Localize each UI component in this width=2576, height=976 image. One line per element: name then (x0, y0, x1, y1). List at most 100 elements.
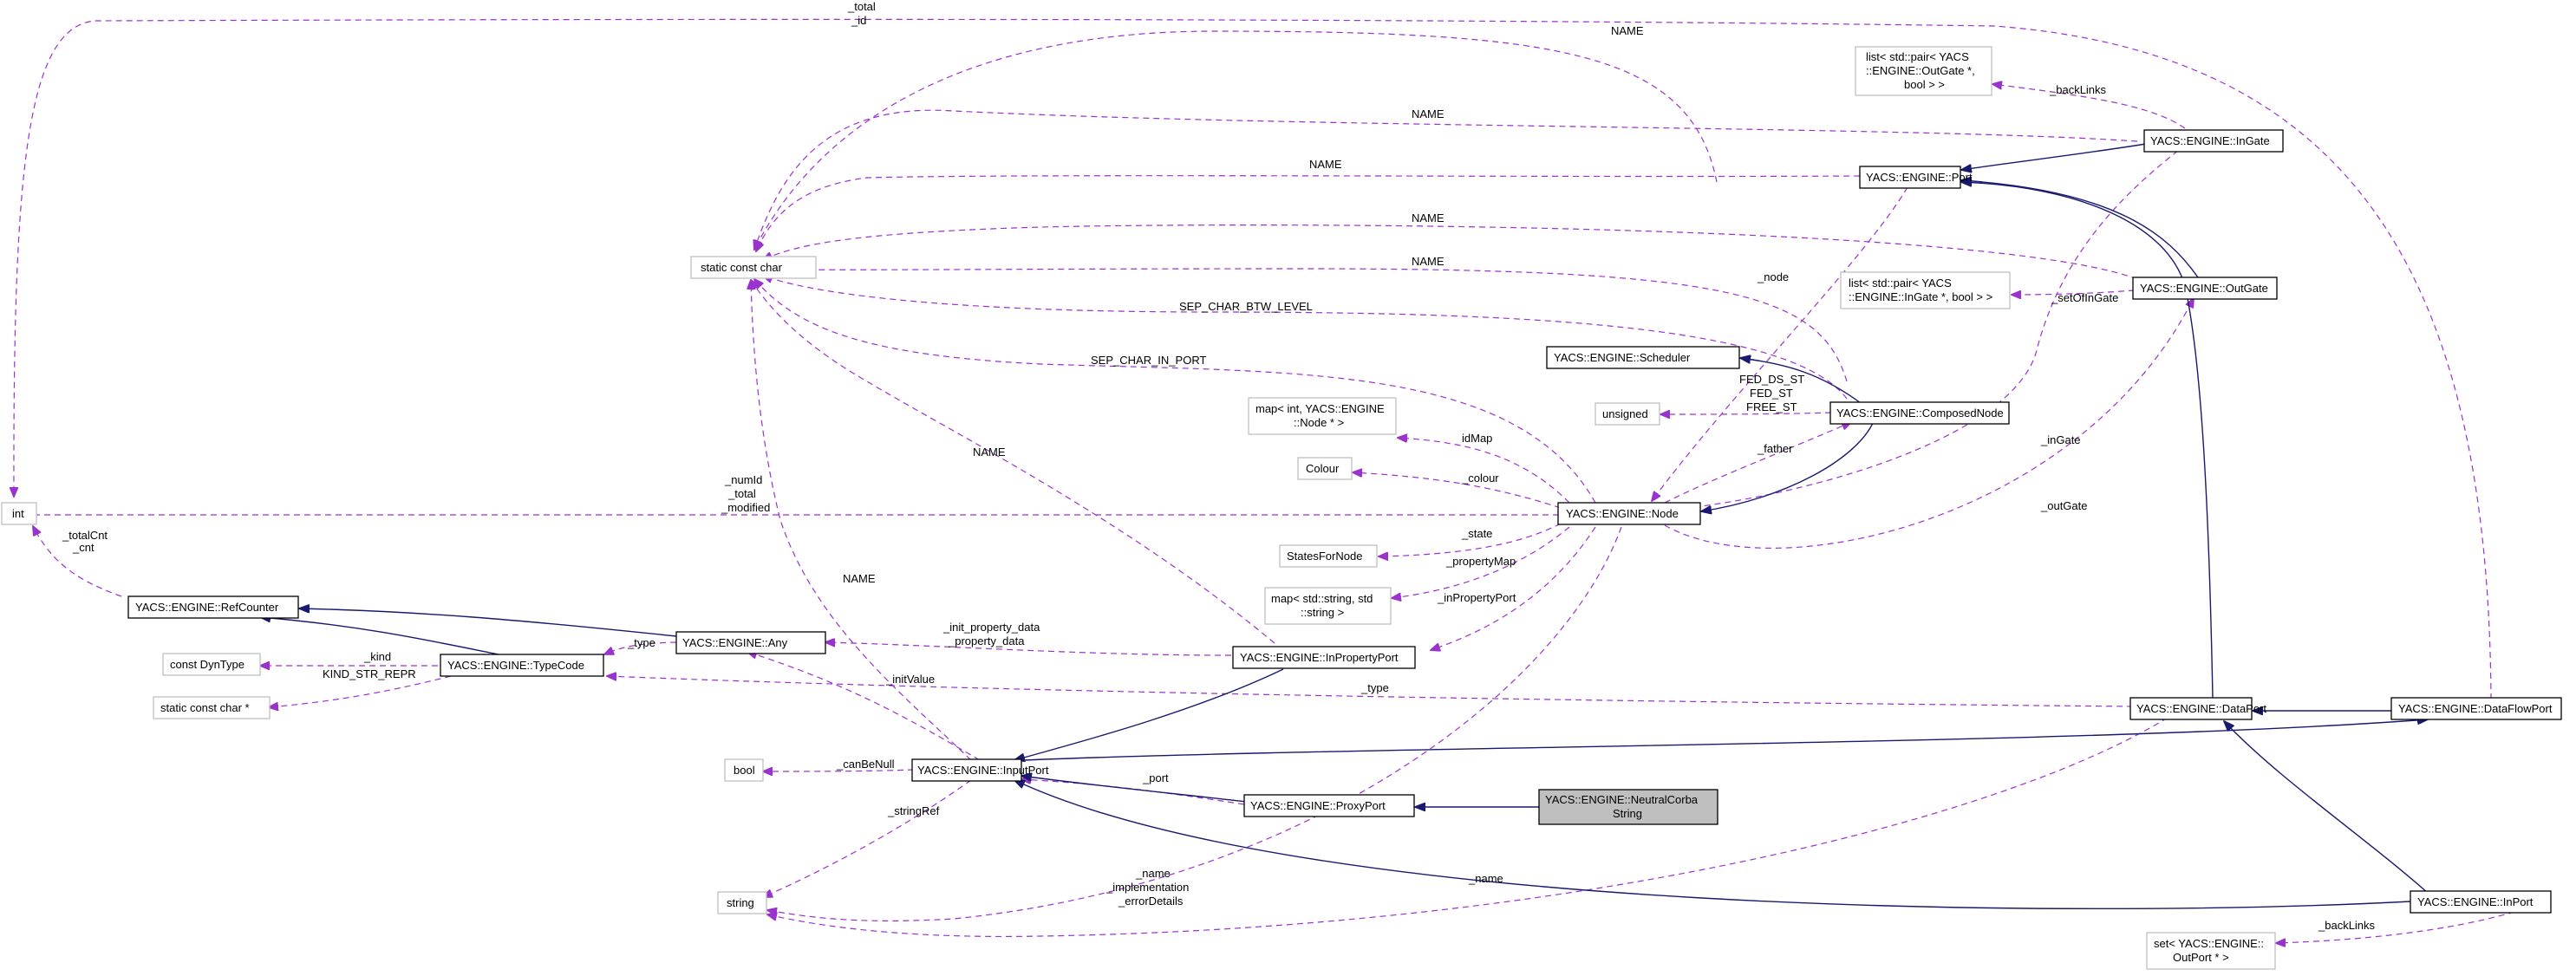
node-ingate[interactable]: YACS::ENGINE::InGate (2143, 129, 2284, 153)
edge-inprop-input (1014, 668, 1284, 760)
edge-node-idmap (1398, 438, 1570, 504)
label-name-port: NAME (1309, 158, 1342, 171)
node-static-const-char-ptr[interactable]: static const char * (153, 696, 271, 719)
node-scheduler[interactable]: YACS::ENGINE::Scheduler (1546, 346, 1740, 369)
node-port[interactable]: YACS::ENGINE::Port (1859, 166, 1973, 189)
node-proxyport[interactable]: YACS::ENGINE::ProxyPort (1243, 794, 1415, 817)
edge-dataport-typecode (607, 676, 2134, 707)
edge-top-name (754, 30, 1718, 250)
node-const-dyntype[interactable]: const DynType (162, 653, 261, 676)
node-dataport[interactable]: YACS::ENGINE::DataPort (2129, 697, 2266, 720)
edge-input-string (763, 779, 972, 897)
edge-dataflowport-int (14, 18, 2492, 700)
label-total: _total (727, 487, 756, 500)
label-initvalue: _initValue (885, 673, 935, 686)
node-list-ingate[interactable]: list< std::pair< YACS ::ENGINE::InGate *… (1840, 271, 2011, 309)
node-map-string[interactable]: map< std::string, std ::string > (1264, 587, 1392, 625)
node-string[interactable]: string (717, 891, 767, 914)
edge-composed-scheduler (1740, 358, 1865, 407)
label-node: _node (1757, 270, 1789, 283)
edge-port-name (756, 175, 1861, 251)
label-setofingate: _setOfInGate (2051, 291, 2118, 304)
svg-text:YACS::ENGINE::NeutralCorba: YACS::ENGINE::NeutralCorba (1545, 793, 1699, 806)
node-unsigned[interactable]: unsigned (1595, 402, 1660, 426)
node-statesfornode[interactable]: StatesForNode (1279, 544, 1378, 568)
node-int[interactable]: int (1, 502, 37, 525)
svg-text:YACS::ENGINE::InGate: YACS::ENGINE::InGate (2150, 134, 2270, 147)
node-neutralcorbastring[interactable]: YACS::ENGINE::NeutralCorba String (1538, 789, 1718, 825)
edge-input-dataflow (1022, 719, 2428, 761)
svg-text:StatesForNode: StatesForNode (1287, 550, 1362, 563)
label-fed-st: FED_ST (1750, 387, 1793, 400)
svg-text:int: int (12, 507, 24, 520)
node-typecode[interactable]: YACS::ENGINE::TypeCode (440, 654, 604, 677)
label-ingate: _inGate (2040, 433, 2081, 446)
label-cnt: _cnt (72, 541, 95, 554)
label-implementation: _implementation (1105, 881, 1189, 894)
edge-inport-backlinks (2276, 911, 2515, 943)
label-port: _port (1142, 771, 1169, 784)
node-node[interactable]: YACS::ENGINE::Node (1557, 502, 1701, 525)
edge-node-inpropertyport (1431, 526, 1596, 650)
label-name-inport: _name (1468, 872, 1503, 885)
node-set-outport[interactable]: set< YACS::ENGINE:: OutPort * > (2146, 932, 2276, 970)
edge-proxy-input (1021, 776, 1248, 803)
label-sep-in-port: SEP_CHAR_IN_PORT (1091, 354, 1206, 367)
node-bool[interactable]: bool (724, 758, 764, 782)
edge-labels: _total _id NAME _backLinks NAME NAME NAM… (62, 0, 2376, 932)
svg-text:YACS::ENGINE::ComposedNode: YACS::ENGINE::ComposedNode (1836, 407, 2004, 420)
label-canbenull: _canBeNull (836, 758, 895, 771)
label-outgate: _outGate (2040, 499, 2088, 512)
node-composednode[interactable]: YACS::ENGINE::ComposedNode (1829, 401, 2010, 425)
label-type-any: _type (627, 636, 655, 649)
svg-text:YACS::ENGINE::DataFlowPort: YACS::ENGINE::DataFlowPort (2398, 702, 2553, 715)
node-list-outgate[interactable]: list< std::pair< YACS ::ENGINE::OutGate … (1855, 46, 1992, 96)
label-inpropertyport: _inPropertyPort (1437, 591, 1516, 604)
edge-proxy-input (1021, 779, 1245, 805)
edge-dataport-port (1961, 182, 2214, 699)
label-type-dataport: _type (1360, 681, 1389, 694)
edge-composed-unsigned (1660, 413, 1832, 414)
svg-text:bool > >: bool > > (1904, 78, 1945, 91)
edge-typecode-refcounter (260, 617, 504, 656)
node-inpropertyport[interactable]: YACS::ENGINE::InPropertyPort (1232, 646, 1416, 669)
edge-ingate-port (1961, 143, 2147, 170)
node-map-node[interactable]: map< int, YACS::ENGINE ::Node * > (1248, 397, 1397, 435)
label-colour: _colour (1461, 472, 1499, 485)
svg-text:unsigned: unsigned (1602, 407, 1648, 420)
edge-typecode-str (269, 675, 452, 707)
node-outgate[interactable]: YACS::ENGINE::OutGate (2132, 277, 2278, 300)
node-dataflowport[interactable]: YACS::ENGINE::DataFlowPort (2390, 697, 2562, 720)
svg-text:YACS::ENGINE::ProxyPort: YACS::ENGINE::ProxyPort (1250, 799, 1386, 812)
label-init-property-data: _init_property_data (942, 621, 1040, 634)
edge-outgate-port (1961, 180, 2199, 278)
node-inport[interactable]: YACS::ENGINE::InPort (2410, 890, 2552, 914)
label-name-input: NAME (843, 572, 876, 585)
svg-text:YACS::ENGINE::OutGate: YACS::ENGINE::OutGate (2140, 282, 2268, 295)
edge-node-ingate (1673, 139, 2194, 511)
edge-inprop-name (751, 280, 1275, 644)
node-any[interactable]: YACS::ENGINE::Any (675, 631, 826, 654)
node-colour[interactable]: Colour (1297, 457, 1353, 480)
label-fed-ds-st: FED_DS_ST (1739, 373, 1804, 386)
node-refcounter[interactable]: YACS::ENGINE::RefCounter (127, 595, 299, 619)
label-name-string: _name (1135, 867, 1171, 880)
label-numid: _numId (724, 473, 762, 486)
label-propertymap: _propertyMap (1445, 555, 1516, 568)
edge-node-outgate (1664, 298, 2194, 549)
svg-text:list< std::pair< YACS: list< std::pair< YACS (1849, 277, 1952, 290)
label-total-id-1: _total (847, 0, 876, 13)
svg-text:YACS::ENGINE::Scheduler: YACS::ENGINE::Scheduler (1554, 351, 1691, 364)
edge-node-colour (1353, 472, 1562, 509)
svg-text:map< std::string, std: map< std::string, std (1271, 592, 1373, 605)
edge-inprop-any (825, 642, 1232, 656)
svg-text:YACS::ENGINE::Any: YACS::ENGINE::Any (682, 636, 788, 649)
svg-text:YACS::ENGINE::RefCounter: YACS::ENGINE::RefCounter (135, 601, 279, 614)
edge-inport-input (1014, 780, 2411, 910)
label-state: _state (1461, 527, 1492, 540)
edge-outgate-setofingate (2012, 290, 2136, 295)
node-static-const-char[interactable]: static const char (690, 256, 817, 279)
svg-text:list< std::pair< YACS: list< std::pair< YACS (1866, 50, 1969, 63)
node-inputport[interactable]: YACS::ENGINE::InputPort (911, 758, 1049, 782)
